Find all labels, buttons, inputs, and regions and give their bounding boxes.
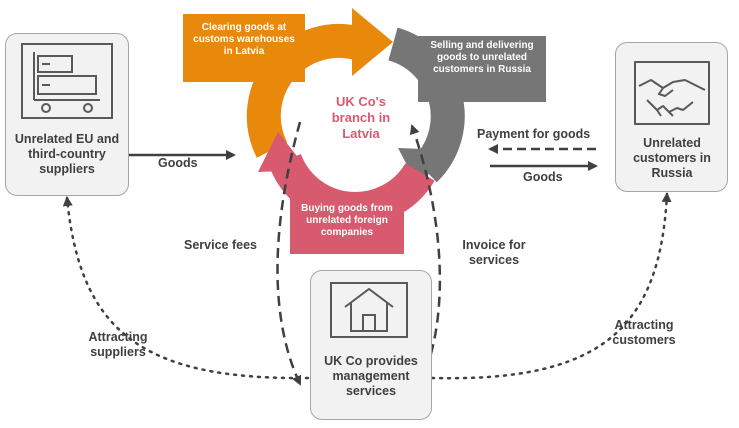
clearing-label: Clearing goods at customs warehouses in … <box>193 22 295 57</box>
warehouse-cart-icon <box>21 43 113 119</box>
clearing-box <box>183 14 305 82</box>
buying-box <box>290 196 404 254</box>
payment-label: Payment for goods <box>477 127 591 141</box>
buying-label: Buying goods from unrelated foreign comp… <box>301 203 393 238</box>
selling-label: Selling and delivering goods to unrelate… <box>430 40 534 75</box>
attracting-suppliers-arrow <box>62 196 310 380</box>
goods-out-label: Goods <box>523 170 563 184</box>
cycle-arrowhead-pink <box>258 132 308 172</box>
handshake-icon <box>634 61 710 125</box>
house-icon <box>330 282 408 338</box>
suppliers-box <box>5 33 129 196</box>
suppliers-label: Unrelated EU and third-country suppliers <box>14 132 120 176</box>
center-label: UK Co's branch in Latvia <box>331 94 391 141</box>
service-fees-label: Service fees <box>184 238 257 252</box>
cycle-arrowhead-orange <box>352 8 393 76</box>
customers-label: Unrelated customers in Russia <box>633 136 711 180</box>
ukco-label: UK Co provides management services <box>324 354 418 398</box>
service-fees-arrow <box>276 121 302 386</box>
invoice-label: Invoice for services <box>462 238 526 267</box>
attracting-suppliers-label: Attracting suppliers <box>88 330 148 359</box>
attracting-customers-arrow <box>430 192 672 380</box>
selling-box <box>418 36 546 102</box>
cycle-arrowhead-gray <box>398 148 450 186</box>
invoice-arrow <box>409 124 442 385</box>
attracting-customers-label: Attracting customers <box>612 318 676 347</box>
goods-in-label: Goods <box>158 156 198 170</box>
